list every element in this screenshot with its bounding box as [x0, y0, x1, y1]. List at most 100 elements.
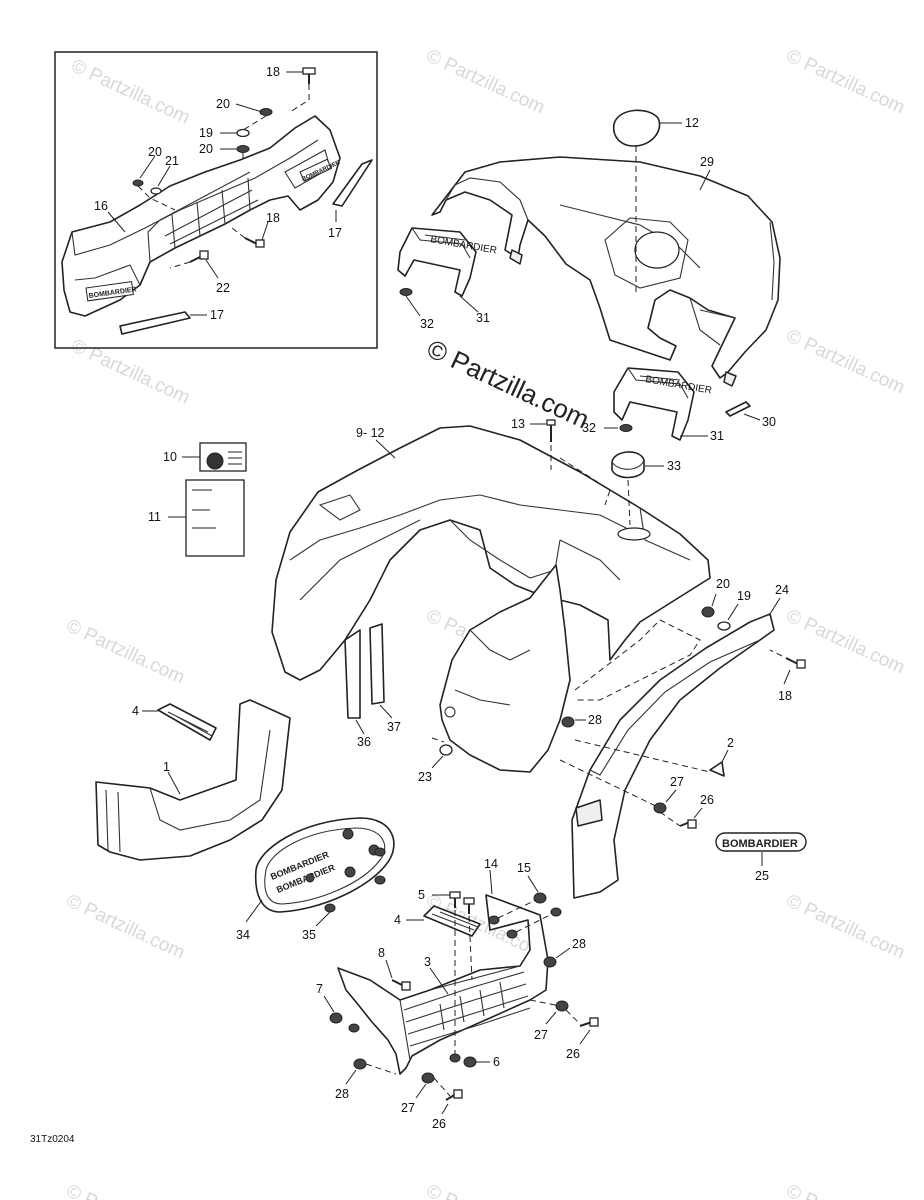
- trim-strip-17-right: [332, 159, 373, 207]
- inset-frame: [54, 51, 378, 349]
- callout-26: 26: [700, 793, 714, 807]
- callout-30: 30: [762, 415, 776, 429]
- mudflap-strip-36: [344, 629, 361, 719]
- callout-4: 4: [394, 913, 401, 927]
- label-17: 17: [328, 226, 342, 240]
- callout-25: 25: [755, 869, 769, 883]
- mudflap-strip-37: [369, 623, 385, 705]
- watermark: © Partzilla.com: [783, 45, 908, 118]
- decal-25: [715, 832, 807, 852]
- callout-5: 5: [418, 888, 425, 902]
- watermark: © Partzilla.com: [783, 1180, 908, 1200]
- washer-21: [150, 187, 162, 195]
- watermark: © Partzilla.com: [783, 325, 908, 398]
- callout-32: 32: [582, 421, 596, 435]
- nut-28-bottom: [353, 1058, 367, 1070]
- screw-26-side: [679, 819, 697, 829]
- bracket-31-left: [397, 227, 477, 297]
- watermark: © Partzilla.com: [783, 890, 908, 963]
- watermark: © Partzilla.com: [63, 1180, 188, 1200]
- washer-19-side: [717, 621, 731, 631]
- label-22: 22: [216, 281, 230, 295]
- clip-30: [725, 401, 751, 417]
- screw-26-bottom: [445, 1089, 463, 1101]
- footrest-3: [337, 894, 549, 1075]
- callout-2: 2: [727, 736, 734, 750]
- watermark: © Partzilla.com: [423, 45, 548, 118]
- nut-15: [533, 892, 547, 904]
- console-group: 12 29 BOMBARDIER 32 31 BOMBARDIER 32 31 …: [397, 109, 781, 443]
- inset-front-panel: BOMBARDIER BOMBARDIER 18 20 1: [54, 51, 378, 349]
- nut-20-mid: [236, 145, 250, 153]
- side-panel-group: 24 20 19 18 2 27 26 BOMBARDIER: [559, 577, 807, 899]
- callout-29: 29: [700, 155, 714, 169]
- callout-14: 14: [484, 857, 498, 871]
- nut-32-left: [399, 288, 413, 296]
- callout-27: 27: [670, 775, 684, 789]
- cover-34-group: BOMBARDIER BOMBARDIER 35 34: [236, 817, 395, 942]
- decal-group: 10 11: [148, 442, 247, 557]
- callout-28: 28: [588, 713, 602, 727]
- callout-27: 27: [401, 1101, 415, 1115]
- callout-26: 26: [566, 1047, 580, 1061]
- screw-22: [189, 250, 209, 263]
- callout-26: 26: [432, 1117, 446, 1131]
- cap-12: [612, 109, 661, 147]
- screw-18-top: [302, 67, 316, 84]
- decal-25-text: BOMBARDIER: [722, 838, 798, 850]
- bracket-31-right: [613, 367, 695, 441]
- callout-18: 18: [778, 689, 792, 703]
- cover-34: [254, 817, 395, 913]
- nut-28-footrest: [543, 956, 557, 968]
- nut-7: [329, 1012, 343, 1024]
- nut-20-side: [701, 606, 715, 618]
- watermark: © Partzilla.com: [68, 55, 193, 128]
- watermark: © Partzilla.com: [68, 335, 193, 408]
- nut-6: [463, 1056, 477, 1068]
- callout-19: 19: [737, 589, 751, 603]
- cap-33: [611, 451, 645, 479]
- callout-13: 13: [511, 417, 525, 431]
- callout-31: 31: [476, 311, 490, 325]
- callout-9-12: 9- 12: [356, 426, 385, 440]
- screw-18-right: [244, 237, 265, 248]
- callout-20: 20: [716, 577, 730, 591]
- callout-12: 12: [685, 116, 699, 130]
- callout-31: 31: [710, 429, 724, 443]
- nut-28-fender: [561, 716, 575, 728]
- callout-33: 33: [667, 459, 681, 473]
- callout-27: 27: [534, 1028, 548, 1042]
- label-16: 16: [94, 199, 108, 213]
- callout-32: 32: [420, 317, 434, 331]
- pad-4-footrest: [423, 905, 481, 937]
- nut-27-bottom: [421, 1072, 435, 1084]
- callout-7: 7: [316, 982, 323, 996]
- rear-fender-group: 9- 12 13 33 36 37 23 28: [271, 417, 711, 784]
- callout-36: 36: [357, 735, 371, 749]
- screw-35: [324, 903, 336, 913]
- footrest-group: 3 4 5 6 14 15 28: [316, 857, 599, 1131]
- rear-fender-9-12: [271, 425, 711, 681]
- callout-28: 28: [335, 1087, 349, 1101]
- washer-19: [236, 128, 250, 138]
- console-cover-29: [431, 156, 781, 379]
- drawing-code: 31Tz0204: [30, 1134, 75, 1145]
- storage-tray-group: 1 4: [95, 699, 291, 861]
- watermark: © Partzilla.com: [423, 1180, 548, 1200]
- label-20: 20: [216, 97, 230, 111]
- rivet-2: [709, 761, 725, 777]
- screw-18-side: [785, 657, 806, 669]
- nut-20-top: [259, 108, 273, 116]
- watermark: © Partzilla.com: [63, 890, 188, 963]
- callout-37: 37: [387, 720, 401, 734]
- center-watermark: © Partzilla.com: [422, 333, 593, 434]
- nut-32-right: [619, 424, 633, 432]
- watermark: © Partzilla.com: [63, 615, 188, 688]
- label-21: 21: [165, 154, 179, 168]
- callout-11: 11: [148, 510, 161, 524]
- storage-tray-1: [95, 699, 291, 861]
- callout-23: 23: [418, 770, 432, 784]
- label-18: 18: [266, 65, 280, 79]
- washer-23: [439, 744, 453, 756]
- callout-3: 3: [424, 955, 431, 969]
